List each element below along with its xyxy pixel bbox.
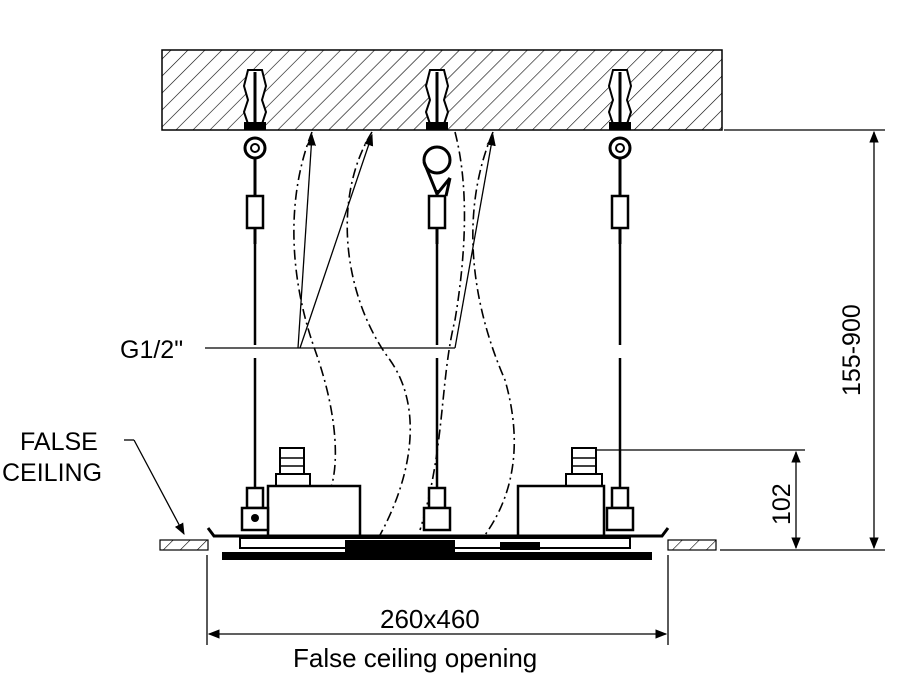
pipe-thread-label: G1/2": [120, 336, 183, 364]
anchor-center: [424, 69, 450, 130]
flexible-hoses: [293, 131, 516, 536]
ring-eye-left: [243, 136, 267, 160]
cable-clamp-right: [605, 486, 635, 532]
anchor-left: [242, 69, 268, 130]
false-ceiling-label-line1: FALSE: [20, 428, 98, 456]
cable-tensioner-center: [427, 194, 447, 244]
cable-clamp-left: [240, 486, 270, 532]
shower-head-plate: [206, 527, 670, 560]
body-height-dimension: [596, 449, 805, 550]
body-height-label: 102: [768, 483, 796, 525]
height-range-label: 155-900: [838, 304, 866, 396]
hook-center: [422, 145, 452, 197]
cable-tensioner-right: [610, 194, 630, 244]
opening-caption-label: False ceiling opening: [293, 643, 537, 673]
cable-clamp-center: [422, 486, 452, 532]
opening-dimension: [206, 555, 669, 645]
anchor-right: [607, 69, 633, 130]
false-ceiling-leader: [124, 439, 185, 536]
false-ceiling-left: [159, 539, 209, 551]
suspension-cables: [253, 244, 622, 492]
opening-size-label: 260x460: [380, 604, 480, 634]
cable-tensioner-left: [245, 194, 265, 244]
valve-box-left: [266, 447, 362, 538]
false-ceiling-right: [667, 539, 717, 551]
height-dimension: [720, 129, 885, 551]
false-ceiling-label-line2: CEILING: [2, 459, 102, 487]
ring-eye-right: [608, 136, 632, 160]
pipe-thread-leader: [205, 133, 496, 349]
valve-box-right: [516, 447, 606, 538]
